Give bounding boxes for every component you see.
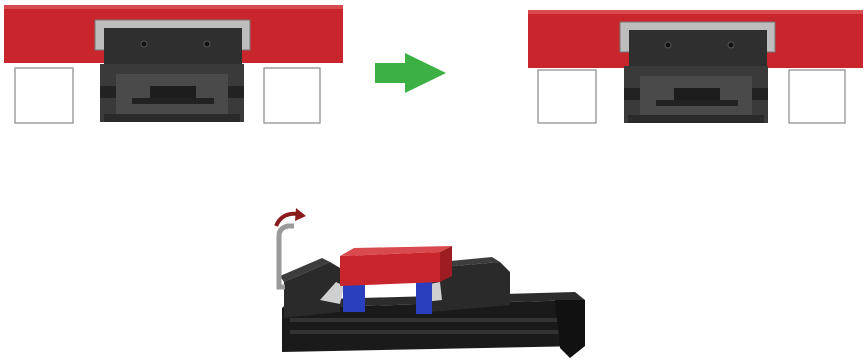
vise-assembly-icon xyxy=(274,208,585,358)
vise-clamp-after-icon xyxy=(528,10,863,124)
vise-clamp-before-icon xyxy=(4,5,343,124)
right-arrow-icon xyxy=(375,53,446,93)
